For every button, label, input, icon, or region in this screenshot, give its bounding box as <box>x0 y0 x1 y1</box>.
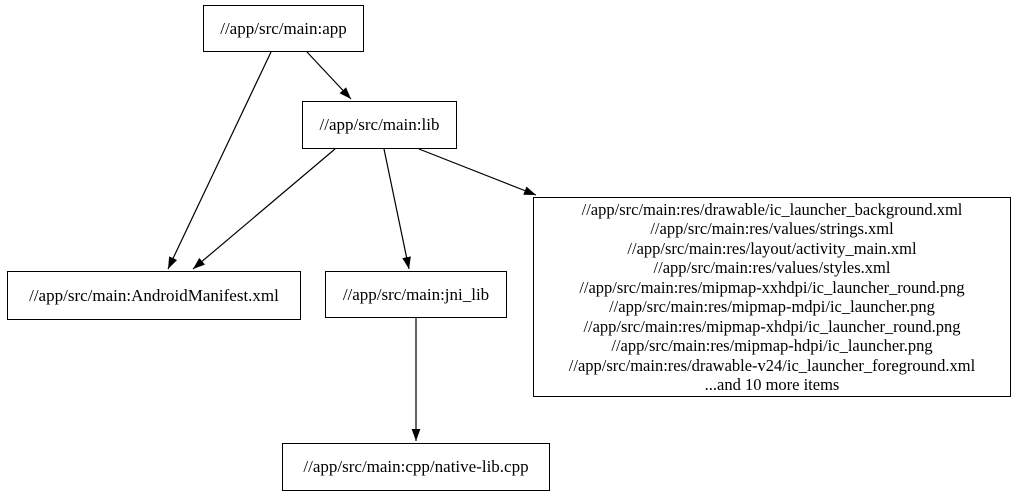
res-file-line: //app/src/main:res/mipmap-xhdpi/ic_launc… <box>583 316 961 336</box>
edge-lib-to-res-files <box>418 148 537 196</box>
res-file-line: //app/src/main:res/layout/activity_main.… <box>627 238 917 258</box>
res-file-line: //app/src/main:res/drawable/ic_launcher_… <box>581 199 963 219</box>
edge-app-to-android-manifest <box>167 51 272 270</box>
edge-app-to-lib <box>306 51 352 100</box>
res-file-line: //app/src/main:res/drawable-v24/ic_launc… <box>568 355 976 375</box>
node-jni-lib: //app/src/main:jni_lib <box>325 271 507 318</box>
node-jni-lib-label: //app/src/main:jni_lib <box>342 284 490 304</box>
res-files-more-items: ...and 10 more items <box>704 375 840 394</box>
res-file-line: //app/src/main:res/mipmap-xxhdpi/ic_laun… <box>579 277 965 297</box>
edge-lib-to-jni-lib <box>383 148 411 270</box>
node-res-files: //app/src/main:res/drawable/ic_launcher_… <box>533 197 1011 397</box>
node-android-manifest-label: //app/src/main:AndroidManifest.xml <box>29 285 279 305</box>
res-file-line: //app/src/main:res/mipmap-hdpi/ic_launch… <box>611 336 933 355</box>
node-app-label: //app/src/main:app <box>220 18 347 38</box>
res-file-line: //app/src/main:res/mipmap-mdpi/ic_launch… <box>609 297 935 316</box>
node-lib: //app/src/main:lib <box>302 101 457 149</box>
res-file-line: //app/src/main:res/values/styles.xml <box>653 258 891 277</box>
node-native-lib-cpp-label: //app/src/main:cpp/native-lib.cpp <box>303 457 529 476</box>
edge-lib-to-android-manifest <box>192 148 336 270</box>
node-lib-label: //app/src/main:lib <box>319 115 440 134</box>
node-app: //app/src/main:app <box>203 5 364 52</box>
node-android-manifest: //app/src/main:AndroidManifest.xml <box>7 271 301 320</box>
node-native-lib-cpp: //app/src/main:cpp/native-lib.cpp <box>282 443 550 491</box>
res-file-line: //app/src/main:res/values/strings.xml <box>650 219 894 238</box>
